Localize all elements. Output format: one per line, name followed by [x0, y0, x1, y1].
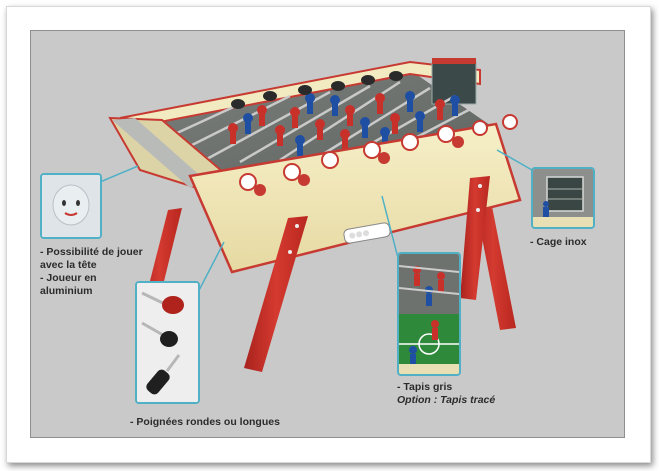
player-head-callout [40, 173, 102, 239]
front-medallions [239, 114, 518, 196]
tapis-caption-line1: - Tapis gris [397, 381, 453, 393]
handles-thumbnail [137, 283, 198, 402]
front-right-leg [460, 176, 490, 300]
poignees-caption: - Poignées rondes ou longues [130, 416, 280, 428]
head-caption-line2: avec la tête [40, 259, 97, 271]
red-team [228, 93, 445, 150]
steel-goal-thumbnail [533, 169, 593, 227]
head-caption-line3: - Joueur en [40, 272, 97, 284]
head-caption-line4: aluminium [40, 285, 93, 297]
tapis-caption: - Tapis gris Option : Tapis tracé [397, 381, 517, 407]
playfield-thumbnail [399, 254, 459, 374]
front-panel [188, 122, 522, 274]
player-head-thumbnail [42, 175, 100, 237]
left-steel-rail [112, 118, 205, 188]
cage-caption: - Cage inox [530, 236, 587, 248]
front-left-leg [244, 216, 308, 372]
handles-callout [135, 281, 200, 404]
tapis-caption-line2: Option : Tapis tracé [397, 394, 496, 406]
playfield-callout [397, 252, 461, 376]
back-handles [231, 71, 403, 109]
cage-callout [531, 167, 595, 229]
head-caption-line1: - Possibilité de jouer [40, 246, 143, 258]
callout-lines [99, 149, 533, 301]
head-caption: - Possibilité de jouer avec la tête - Jo… [40, 246, 170, 298]
